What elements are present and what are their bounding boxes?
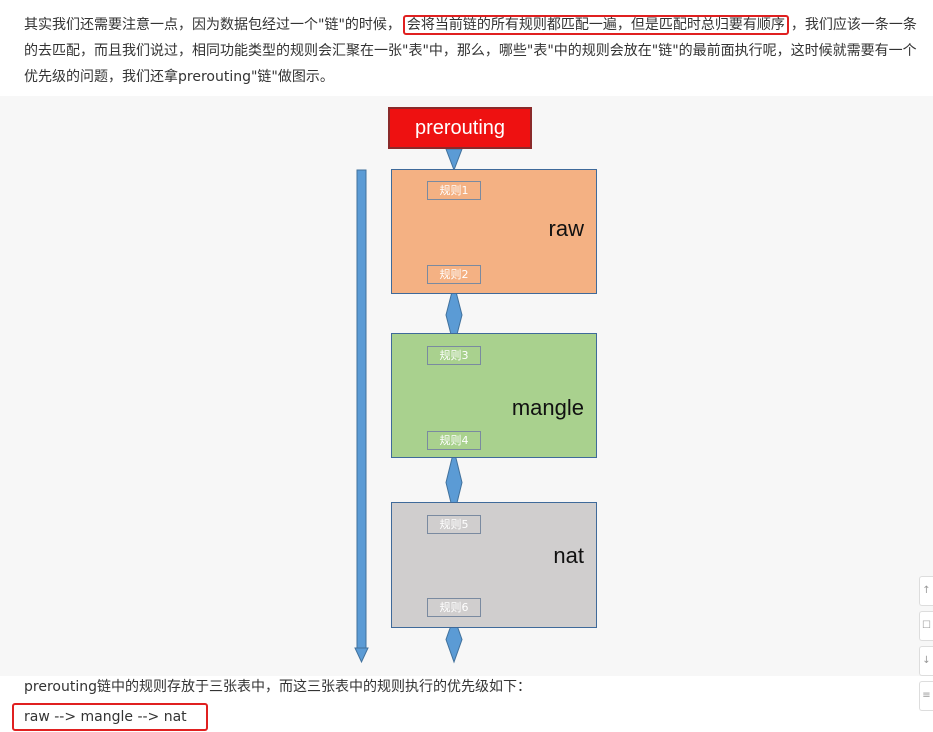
summary-text: prerouting链中的规则存放于三张表中，而这三张表中的规则执行的优先级如下… xyxy=(24,679,531,695)
intro-text-before: 其实我们还需要注意一点，因为数据包经过一个"链"的时候， xyxy=(24,17,401,33)
comment-icon[interactable]: ☐ xyxy=(919,611,933,641)
table-nat-name: nat xyxy=(553,543,584,568)
table-mangle-name: mangle xyxy=(511,395,584,420)
highlighted-sentence: 会将当前链的所有规则都匹配一遍，但是匹配时总归要有顺序 xyxy=(402,15,789,35)
down-arrow-icon[interactable]: ↓ xyxy=(919,646,933,676)
menu-icon[interactable]: ≡ xyxy=(919,681,933,711)
up-arrow-icon[interactable]: ↑ xyxy=(919,576,933,606)
rule-label: 规则6 xyxy=(427,598,481,617)
priority-order-code: raw --> mangle --> nat xyxy=(12,703,208,731)
rule-label: 规则2 xyxy=(427,265,481,284)
rule-label: 规则3 xyxy=(427,346,481,365)
table-nat: nat xyxy=(391,502,597,628)
long-arrow-head xyxy=(354,647,369,664)
prerouting-chain-box: prerouting xyxy=(388,107,532,149)
rule-label: 规则1 xyxy=(427,181,481,200)
flow-arrow xyxy=(445,615,463,664)
intro-paragraph: 其实我们还需要注意一点，因为数据包经过一个"链"的时候，会将当前链的所有规则都匹… xyxy=(24,12,926,90)
table-mangle: mangle xyxy=(391,333,597,458)
flow-arrowhead xyxy=(445,148,463,172)
rule-label: 规则5 xyxy=(427,515,481,534)
table-raw-name: raw xyxy=(548,216,584,241)
table-raw: raw xyxy=(391,169,597,294)
long-arrow-shaft xyxy=(356,169,367,653)
rule-label: 规则4 xyxy=(427,431,481,450)
side-toolbar: ↑ ☐ ↓ ≡ xyxy=(919,576,933,716)
intro-text-after: ，我们应该一条一条的去匹配，而且我们说过，相同功能类型的规则会汇聚在一张"表"中… xyxy=(24,17,917,85)
